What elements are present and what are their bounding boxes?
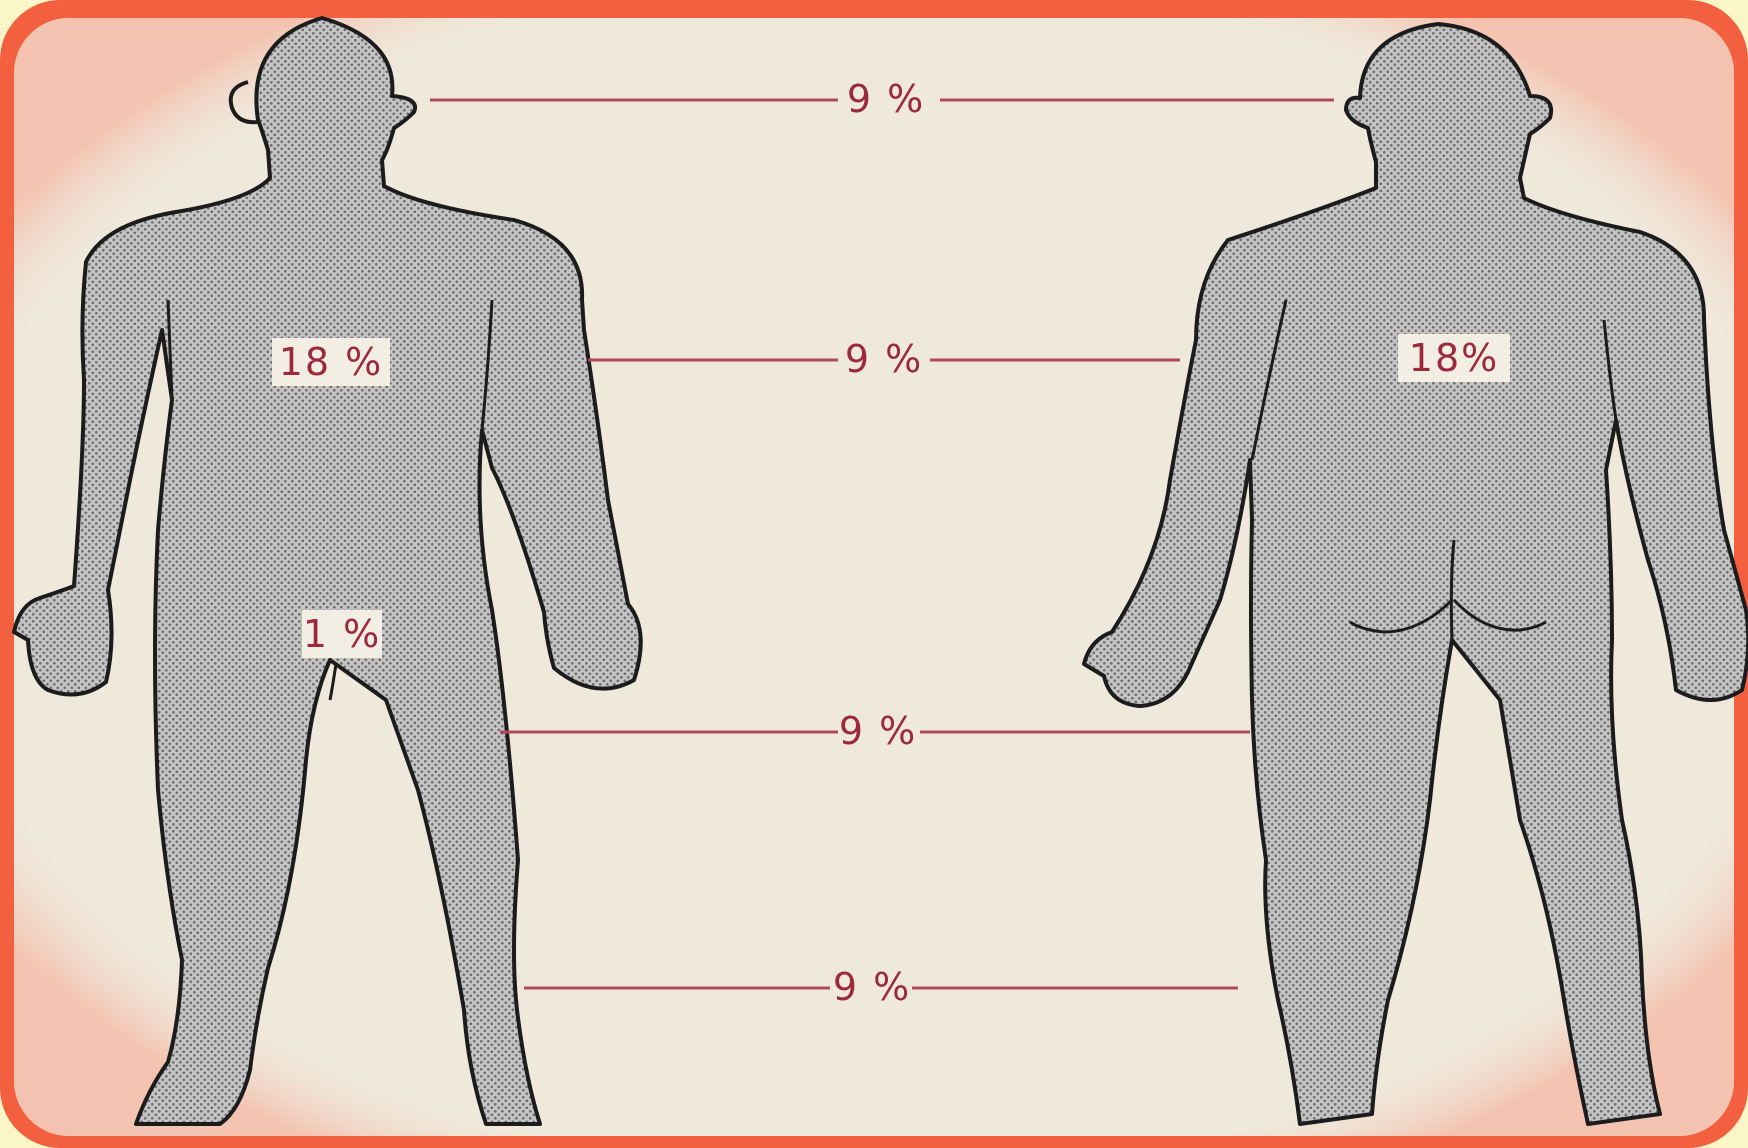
lower-leg-percent-label: 9 % (833, 965, 911, 1009)
arm-percent-label: 9 % (845, 337, 923, 381)
front-torso-percent-label: 18 % (279, 340, 384, 384)
head-percent-label: 9 % (847, 77, 925, 121)
back-torso-percent-label: 18% (1409, 336, 1499, 380)
genital-percent-label: 1 % (303, 612, 381, 656)
upper-leg-percent-label: 9 % (839, 709, 917, 753)
